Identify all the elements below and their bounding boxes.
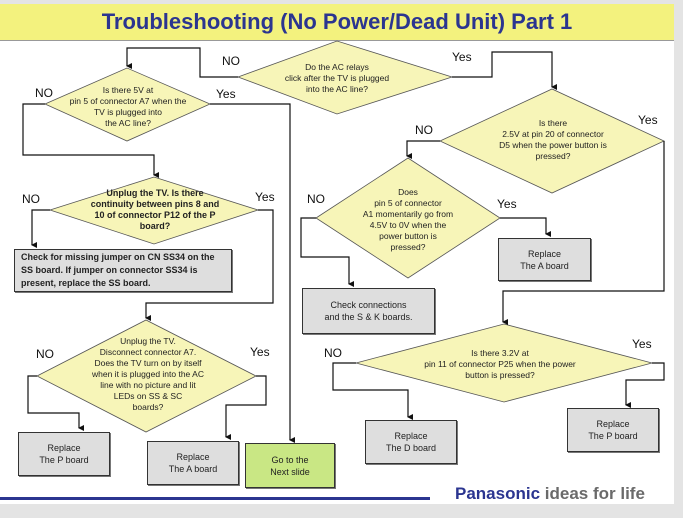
- label-yes-5v-a7: Yes: [216, 87, 236, 101]
- label-no-ac-relays: NO: [222, 54, 240, 68]
- label-no-a1: NO: [307, 192, 325, 206]
- label-no-continuity: NO: [22, 192, 40, 206]
- decision-text-disconnect: Unplug the TV. Disconnect connector A7. …: [92, 336, 204, 412]
- label-yes-continuity: Yes: [255, 190, 275, 204]
- label-yes-disconnect: Yes: [250, 345, 270, 359]
- brand-name: Panasonic: [455, 484, 541, 503]
- brand-logo: Panasonic ideas for life: [455, 484, 645, 504]
- label-yes-2-5v: Yes: [638, 113, 658, 127]
- brand-tagline: ideas for life: [544, 484, 645, 503]
- label-no-5v-a7: NO: [35, 86, 53, 100]
- action-check-connections: Check connections and the S & K boards.: [302, 288, 435, 334]
- decision-text-5v-a7: Is there 5V at pin 5 of connector A7 whe…: [69, 85, 187, 128]
- action-replace-p-board-left: Replace The P board: [18, 432, 110, 476]
- action-replace-d-board: Replace The D board: [365, 420, 457, 464]
- title-bar: Troubleshooting (No Power/Dead Unit) Par…: [0, 4, 674, 41]
- label-yes-ac-relays: Yes: [452, 50, 472, 64]
- decision-text-ac-relays: Do the AC relays click after the TV is p…: [284, 62, 390, 94]
- label-no-3-2v: NO: [324, 346, 342, 360]
- action-go-to-next-slide[interactable]: Go to the Next slide: [245, 443, 335, 488]
- footer-divider: [0, 497, 430, 500]
- label-no-disconnect: NO: [36, 347, 54, 361]
- action-check-jumper: Check for missing jumper on CN SS34 on t…: [14, 249, 232, 292]
- action-replace-a-board-right: Replace The A board: [498, 238, 591, 281]
- decision-text-continuity: Unplug the TV. Is there continuity betwe…: [90, 188, 220, 231]
- decision-text-3-2v: Is there 3.2V at pin 11 of connector P25…: [424, 348, 576, 380]
- action-replace-a-board-left: Replace The A board: [147, 441, 239, 485]
- label-yes-3-2v: Yes: [632, 337, 652, 351]
- decision-text-a1: Does pin 5 of connector A1 momentarily g…: [362, 187, 454, 252]
- label-no-2-5v: NO: [415, 123, 433, 137]
- page-title: Troubleshooting (No Power/Dead Unit) Par…: [101, 9, 573, 34]
- decision-text-2-5v: Is there 2.5V at pin 20 of connector D5 …: [499, 118, 607, 161]
- action-replace-p-board-right: Replace The P board: [567, 408, 659, 452]
- label-yes-a1: Yes: [497, 197, 517, 211]
